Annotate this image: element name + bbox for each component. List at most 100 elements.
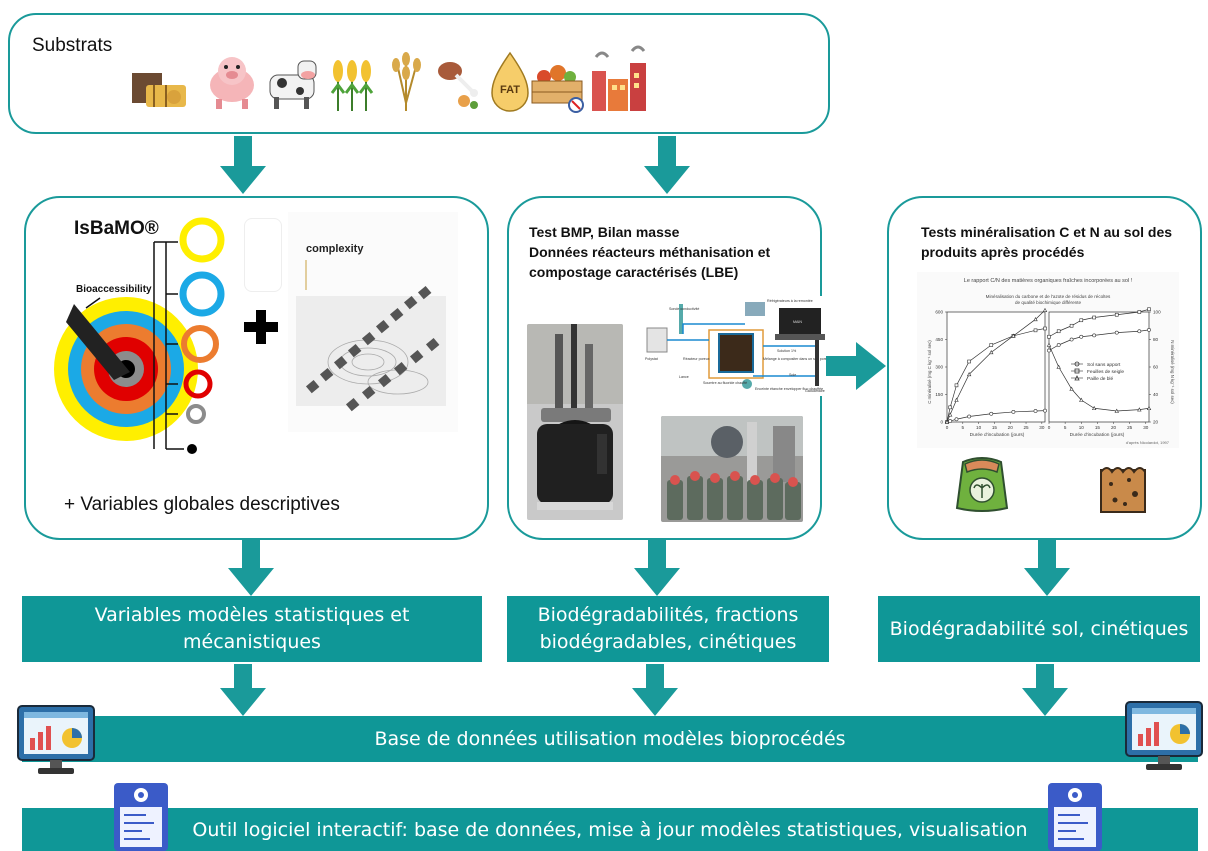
wheat-icon <box>392 52 421 111</box>
mineralisation-box: Tests minéralisation C et N au sol des p… <box>887 196 1202 540</box>
data-point <box>1069 323 1074 328</box>
mineralisation-title-line1: Tests minéralisation C et N au sol des <box>921 224 1173 240</box>
data-point <box>1069 337 1074 342</box>
mineralisation-title: Tests minéralisation C et N au sol des p… <box>921 222 1172 262</box>
variables-band-line2: mécanistiques <box>183 631 321 653</box>
x-tick-label: 10 <box>1079 425 1085 430</box>
variables-band: Variables modèles statistiques et mécani… <box>22 596 482 662</box>
x-tick-label: 5 <box>962 425 965 430</box>
blank-frame <box>244 218 282 292</box>
legend-item-0: Sol sans apport <box>1087 362 1121 368</box>
bmp-title: Test BMP, Bilan masse Données réacteurs … <box>529 222 770 282</box>
figure-caption: Le rapport C/N des matières organiques f… <box>964 278 1133 284</box>
data-point <box>1137 329 1142 334</box>
data-point <box>1043 326 1047 331</box>
biodegradability-band-line1: Biodégradabilités, fractions <box>537 604 799 626</box>
x-tick-label: 10 <box>976 425 982 430</box>
schematic-label-2: MAIN <box>793 320 802 324</box>
data-point <box>1091 405 1097 411</box>
straw-bale-icon <box>132 73 186 107</box>
data-point <box>1069 386 1074 391</box>
data-point <box>1033 328 1038 333</box>
bmp-box: Test BMP, Bilan masse Données réacteurs … <box>507 196 839 540</box>
data-point <box>1056 329 1061 334</box>
ylabel-right: N minéralisé (mg N kg⁻¹ sol sec) <box>1170 340 1175 404</box>
legend-item-2: Paille de blé <box>1087 376 1113 382</box>
schematic-label-6: Réacteur poreux <box>683 357 710 361</box>
data-point <box>1033 316 1038 322</box>
x-tick-label: 20 <box>1111 425 1117 430</box>
data-point <box>1114 312 1119 317</box>
data-point <box>1092 333 1097 338</box>
soil-band: Biodégradabilité sol, cinétiques <box>878 596 1200 662</box>
data-point <box>1147 327 1151 332</box>
arrow-isbamo-to-variables <box>228 540 274 596</box>
data-point <box>1047 334 1051 339</box>
x-tick-label: 0 <box>1048 425 1051 430</box>
isbamo-footer: + Variables globales descriptives <box>64 494 340 515</box>
mineralisation-chart: Le rapport C/N des matières organiques f… <box>917 272 1179 448</box>
bmp-schematic: Sonde conductivité Réfrigérateurs à la r… <box>639 296 839 396</box>
arrow-soil-to-database <box>1022 664 1068 716</box>
arrow-substrates-to-bmp <box>644 136 690 194</box>
data-point <box>944 419 950 424</box>
y-tick-label: 150 <box>935 392 943 397</box>
x-tick-label: 30 <box>1143 425 1149 430</box>
x-tick-label: 0 <box>946 425 949 430</box>
series-line-1 <box>1048 308 1150 338</box>
data-point <box>1042 307 1048 312</box>
arrow-mineralisation-to-soil <box>1024 540 1070 596</box>
data-point <box>1056 343 1061 347</box>
data-point <box>1092 315 1096 320</box>
series-line-1 <box>946 328 1046 423</box>
schematic-label-0: Sonde conductivité <box>669 307 699 311</box>
y-tick-label: 60 <box>1153 365 1159 370</box>
data-point <box>1047 348 1051 353</box>
x-tick-label: 20 <box>1008 425 1014 430</box>
schematic-label-9: Soumtre au fluoride chauffé <box>703 381 747 385</box>
x-tick-label: 15 <box>992 425 998 430</box>
data-point <box>1114 408 1119 413</box>
complexity-label: complexity <box>306 243 364 255</box>
data-point <box>1046 342 1052 347</box>
bioaccessibility-label: Bioaccessibility <box>76 284 152 295</box>
x-tick-label: 15 <box>1095 425 1101 430</box>
data-point <box>947 412 953 417</box>
monitor-dashboard-icon-left <box>17 705 95 774</box>
y-tick-label: 40 <box>1153 392 1159 397</box>
data-point <box>1146 405 1152 411</box>
legend-item-1: Feuilles de seigle <box>1087 369 1124 375</box>
arrow-biodeg-to-database <box>632 664 678 716</box>
soil-band-text: Biodégradabilité sol, cinétiques <box>889 618 1189 640</box>
data-point <box>954 417 959 422</box>
data-point <box>1137 310 1142 314</box>
data-point <box>1114 330 1119 335</box>
y-tick-label: 300 <box>935 365 943 370</box>
schematic-label-4: Mélange à compositer dans un sac poreux <box>763 357 831 361</box>
data-point <box>1011 410 1016 414</box>
factory-icon <box>592 45 646 111</box>
meat-bone-icon <box>438 62 478 109</box>
schematic-label-5: Sole <box>789 373 796 377</box>
software-settings-icon-left <box>114 783 168 851</box>
y-tick-label: 0 <box>940 420 943 425</box>
chart-legend: Sol sans apport Feuilles de seigle Paill… <box>1071 361 1124 382</box>
tool-band-text: Outil logiciel interactif: base de donné… <box>192 818 1028 841</box>
schematic-label-7: Polystat <box>645 357 658 361</box>
data-point <box>1147 307 1151 312</box>
y-tick-label: 20 <box>1153 420 1159 425</box>
schematic-label-11: Gaduamaire <box>805 389 825 393</box>
plot-frame <box>946 311 1046 423</box>
biodegradability-band: Biodégradabilités, fractions biodégradab… <box>507 596 829 662</box>
database-band-text: Base de données utilisation modèles biop… <box>374 728 846 750</box>
y-tick-label: 450 <box>935 337 943 342</box>
data-point <box>1137 407 1142 412</box>
tool-band: Outil logiciel interactif: base de donné… <box>22 808 1198 851</box>
pig-icon <box>210 57 254 109</box>
data-point <box>967 414 972 419</box>
mineralisation-title-line2: produits après procédés <box>921 244 1085 260</box>
substrates-title: Substrats <box>32 35 113 56</box>
reactor-photo <box>527 324 623 520</box>
y-tick-label: 100 <box>1153 310 1161 315</box>
